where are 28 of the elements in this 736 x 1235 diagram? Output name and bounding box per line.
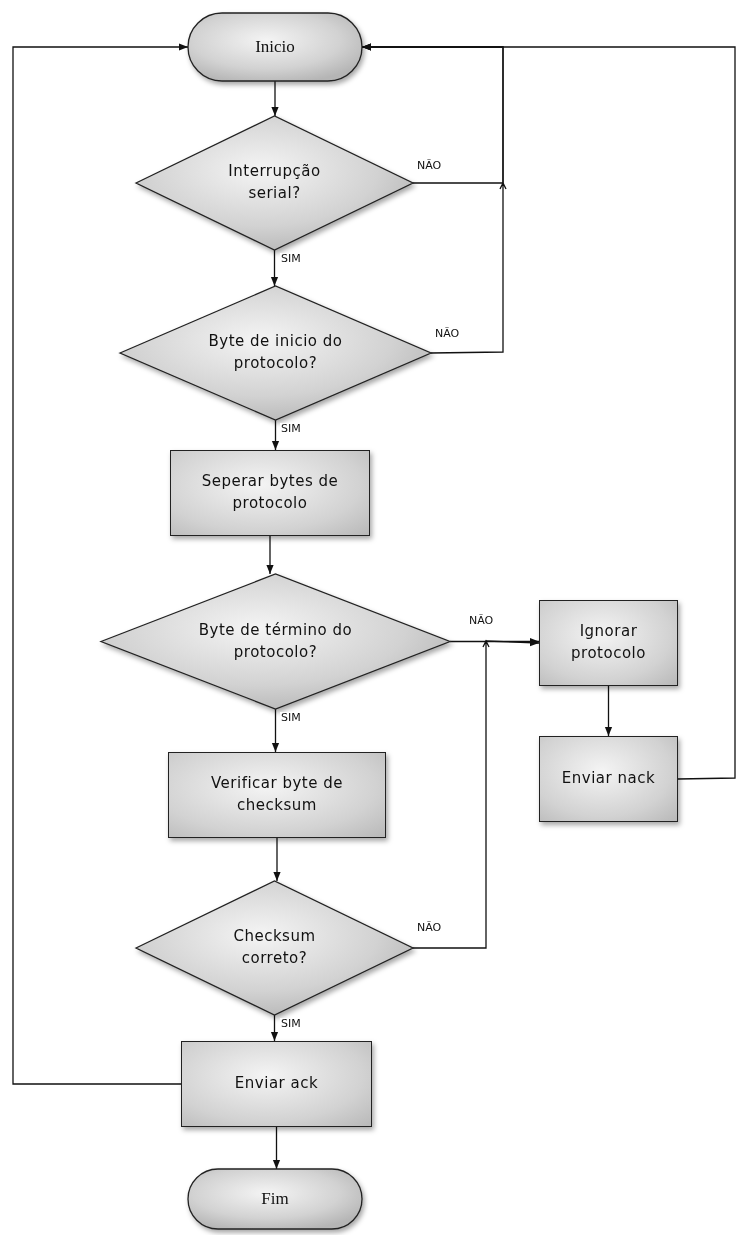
node-label: Seperar bytes de protocolo [200, 471, 340, 514]
connector-arrow [270, 1014, 279, 1042]
node-label: Inicio [255, 35, 295, 58]
connector-arrow [271, 419, 280, 451]
process-box [168, 752, 386, 838]
process-box [539, 600, 678, 686]
connector-arrow [271, 80, 279, 117]
node-label: Byte de término do protocolo? [197, 619, 354, 663]
node-label: Verificar byte de checksum [210, 773, 344, 816]
connector-arrow [272, 1126, 281, 1170]
connector-arrow [266, 535, 274, 575]
connector-arrow [273, 837, 281, 882]
node-label: Checksum correto? [232, 926, 317, 969]
node-label: Fim [261, 1187, 289, 1210]
connector-arrow [604, 685, 613, 737]
connector-arrow [270, 249, 279, 287]
process-box [181, 1041, 372, 1127]
node-label: Enviar nack [561, 768, 656, 790]
process-box [539, 736, 678, 822]
node-label: Byte de inicio do protocolo? [207, 331, 344, 374]
node-label: Ignorar protocolo [570, 621, 647, 664]
node-label: Interrupção serial? [227, 161, 322, 204]
connector-arrow [412, 639, 540, 949]
connector-arrow [12, 43, 189, 1085]
connector-arrow [271, 708, 280, 753]
node-label: Enviar ack [234, 1073, 319, 1095]
connector-arrow [361, 43, 736, 780]
process-box [170, 450, 370, 536]
